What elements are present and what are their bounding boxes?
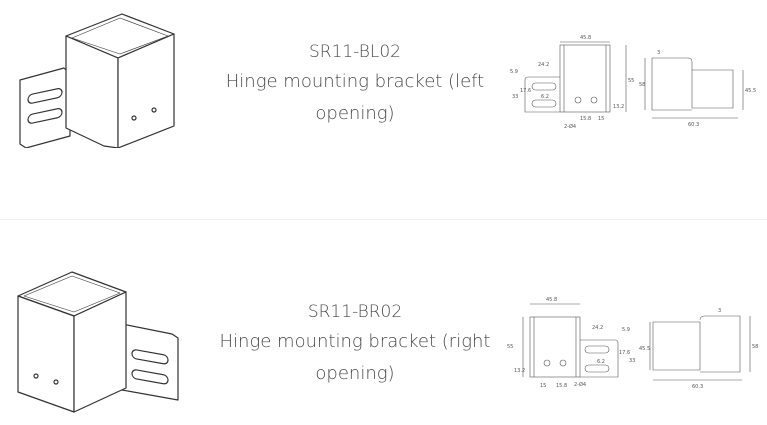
dim-hole-diameter: 2-Ø4 xyxy=(574,381,586,388)
product-description: SR11-BR02 Hinge mounting bracket (right … xyxy=(215,298,495,390)
bracket-right-image xyxy=(17,271,179,413)
dim-side-inner: 45.5 xyxy=(745,88,756,94)
dim-hole-diameter: 2-Ø4 xyxy=(564,123,576,130)
dim-offset: 5.9 xyxy=(622,327,630,333)
dim-hole-spacing: 15.8 xyxy=(556,383,567,389)
dim-hole-edge: 15 xyxy=(540,383,546,389)
product-row-right: SR11-BR02 Hinge mounting bracket (right … xyxy=(0,220,767,425)
product-name-line2: opening) xyxy=(315,363,395,384)
product-row-left: SR11-BL02 Hinge mounting bracket (left o… xyxy=(19,13,756,148)
technical-drawing-right: 45.8 24.2 5.9 33 17.6 6.2 13.2 15 15.8 2… xyxy=(507,297,758,390)
dim-slot-pitch: 17.6 xyxy=(520,88,531,94)
dim-height: 33 xyxy=(629,358,635,364)
bracket-left-image xyxy=(19,13,175,148)
dim-side-width: 60.3 xyxy=(688,122,699,128)
dim-thickness: 3 xyxy=(657,50,660,56)
product-description: SR11-BL02 Hinge mounting bracket (left o… xyxy=(215,38,495,130)
dim-hole-height: 13.2 xyxy=(613,104,624,110)
product-name-line1: Hinge mounting bracket (left xyxy=(225,71,485,92)
product-code: SR11-BL02 xyxy=(309,42,401,62)
dim-flange-width: 24.2 xyxy=(592,325,603,331)
dim-thickness: 3 xyxy=(718,308,721,314)
dim-hole-height: 13.2 xyxy=(514,368,525,374)
dim-hole-edge: 15 xyxy=(598,116,604,122)
dim-offset: 5.9 xyxy=(510,69,518,75)
dim-side-inner: 45.5 xyxy=(639,346,650,352)
product-name-line1: Hinge mounting bracket (right xyxy=(219,331,491,352)
dim-width: 45.8 xyxy=(546,297,557,303)
dim-total-height: 55 xyxy=(507,344,513,350)
dim-flange-width: 24.2 xyxy=(538,62,549,68)
dim-height: 33 xyxy=(512,94,518,100)
dim-width: 45.8 xyxy=(580,35,591,41)
dim-slot-height: 6.2 xyxy=(597,359,605,365)
dim-slot-pitch: 17.6 xyxy=(619,350,630,356)
row-divider xyxy=(0,219,767,220)
dim-side-height: 58 xyxy=(752,344,758,350)
dim-hole-spacing: 15.8 xyxy=(580,116,591,122)
dim-total-height: 55 xyxy=(628,78,634,84)
dim-side-width: 60.3 xyxy=(692,384,703,390)
dim-side-height: 58 xyxy=(639,82,645,88)
technical-drawing-left: 45.8 24.2 5.9 33 17.6 6.2 13.2 15.8 15 2… xyxy=(510,35,756,130)
product-code: SR11-BR02 xyxy=(307,302,403,322)
dim-slot-height: 6.2 xyxy=(541,94,549,100)
product-name-line2: opening) xyxy=(315,103,395,124)
